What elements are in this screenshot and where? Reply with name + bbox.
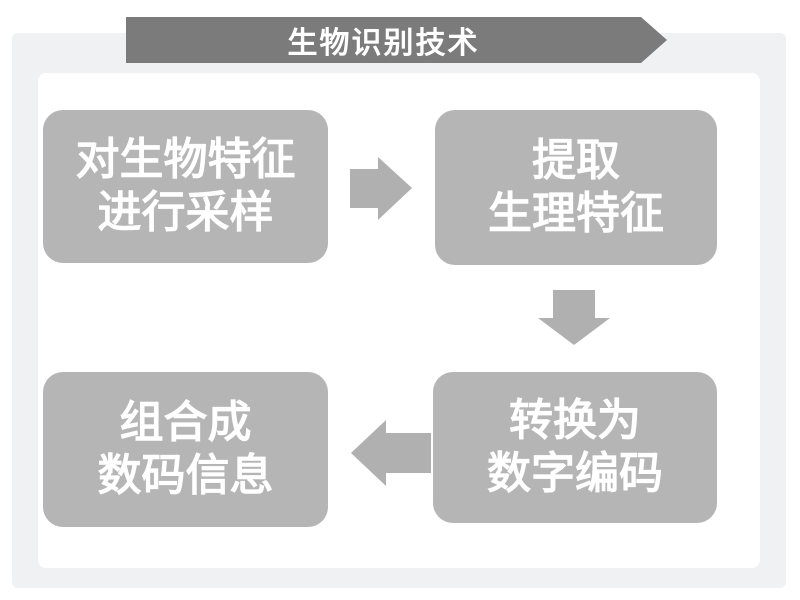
flow-box-extract: 提取 生理特征 xyxy=(435,110,717,265)
flow-box-extract-line1: 提取 xyxy=(532,135,620,185)
flow-box-convert-line2: 数字编码 xyxy=(487,448,663,498)
flow-box-convert: 转换为 数字编码 xyxy=(433,372,717,523)
flow-box-convert-line1: 转换为 xyxy=(509,395,641,445)
flow-box-extract-line2: 生理特征 xyxy=(488,188,664,238)
flow-box-combine-line2: 数码信息 xyxy=(97,450,274,500)
arrow-right-icon xyxy=(350,157,412,220)
flow-box-sample: 对生物特征 进行采样 xyxy=(43,110,328,263)
flow-box-sample-line1: 对生物特征 xyxy=(75,134,296,184)
flow-box-sample-line2: 进行采样 xyxy=(97,187,274,237)
flow-box-combine-line1: 组合成 xyxy=(119,397,252,447)
title-banner: 生物识别技术 xyxy=(126,17,667,63)
diagram-title: 生物识别技术 xyxy=(287,27,480,60)
arrow-left-icon xyxy=(351,420,431,486)
flow-box-combine: 组合成 数码信息 xyxy=(43,372,328,527)
arrow-down-icon xyxy=(538,290,610,345)
